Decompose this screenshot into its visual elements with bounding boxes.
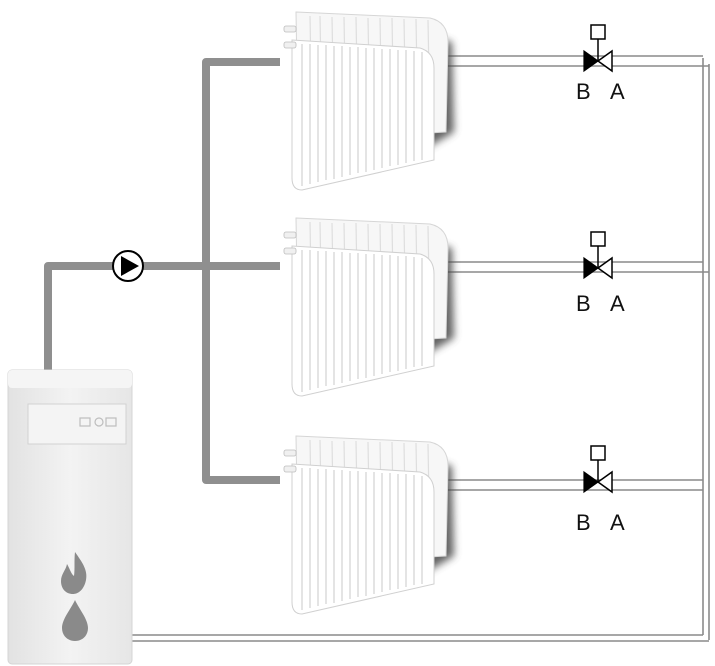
- circulation-pump-icon: [112, 250, 144, 282]
- return-pipes: [130, 55, 710, 642]
- valve-1-port-a: A: [610, 79, 625, 104]
- radiator-3: [284, 436, 454, 614]
- radiator-2: [284, 218, 454, 396]
- valve-2-port-a: A: [610, 291, 625, 316]
- valve-3-port-a: A: [610, 510, 625, 535]
- supply-branch-3: [202, 266, 280, 484]
- valve-3: B A: [576, 445, 625, 535]
- valve-3-port-b: B: [576, 510, 591, 535]
- supply-riser: [202, 58, 280, 266]
- supply-pipes: [44, 58, 280, 484]
- valve-2: B A: [576, 231, 625, 316]
- boiler-control-panel: [27, 403, 127, 445]
- supply-from-boiler: [44, 262, 280, 372]
- flame-icon: [61, 552, 87, 594]
- boiler: [7, 369, 133, 665]
- control-panel-icon: [79, 417, 117, 427]
- valve-2-port-b: B: [576, 291, 591, 316]
- oil-drop-icon: [62, 600, 88, 641]
- radiator-1: [284, 12, 454, 190]
- valve-1-port-b: B: [576, 79, 591, 104]
- valve-1: B A: [576, 24, 625, 104]
